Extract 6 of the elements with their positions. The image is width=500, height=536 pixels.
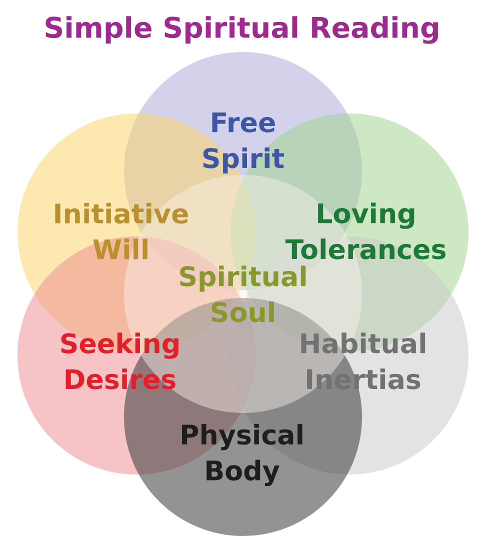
circle-label: Initiative Will xyxy=(55,202,188,260)
circle-label: Physical Body xyxy=(182,424,302,486)
circle-label: Free Spirit xyxy=(203,112,284,174)
circle-label: Loving Tolerances xyxy=(285,202,446,260)
title: Simple Spiritual Reading xyxy=(46,16,438,44)
circle-label: Spiritual Soul xyxy=(180,266,306,322)
